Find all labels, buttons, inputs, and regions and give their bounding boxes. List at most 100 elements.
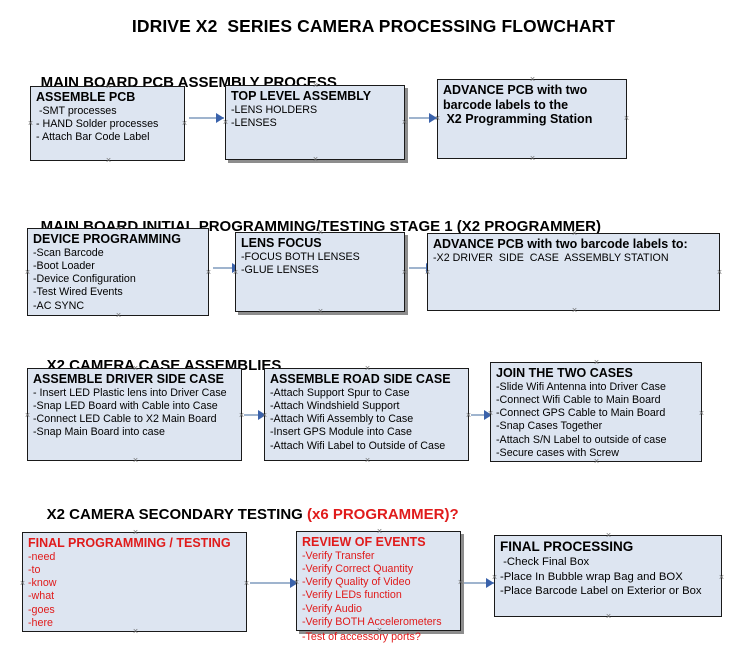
box-final-programming-testing[interactable]: FINAL PROGRAMMING / TESTING -need -to -k… — [22, 532, 247, 632]
box-line: -Snap Main Board into case — [33, 426, 165, 439]
connection-handle-right-icon[interactable] — [623, 115, 630, 122]
box-line: -Attach Wifi Label to Outside of Case — [270, 439, 446, 452]
connection-handle-top-icon[interactable] — [529, 76, 536, 83]
arrow-head-icon — [484, 410, 492, 420]
arrow-connector — [189, 113, 224, 123]
box-line: -X2 DRIVER SIDE CASE ASSEMBLY STATION — [433, 251, 669, 264]
section-heading-4-suffix: (x6 PROGRAMMER)? — [306, 506, 459, 523]
box-assemble-pcb[interactable]: ASSEMBLE PCB -SMT processes - HAND Solde… — [30, 86, 185, 161]
box-line: -Verify Transfer — [302, 549, 375, 562]
arrow-connector — [409, 113, 437, 123]
connection-handle-left-icon[interactable] — [24, 269, 31, 276]
box-assemble-driver-side-case[interactable]: ASSEMBLE DRIVER SIDE CASE - Insert LED P… — [27, 368, 242, 461]
box-line: -Snap LED Board with Cable into Case — [33, 399, 218, 412]
box-line: -Connect Wifi Cable to Main Board — [496, 393, 661, 406]
arrow-head-icon — [486, 578, 494, 588]
box-line: -Connect LED Cable to X2 Main Board — [33, 413, 217, 426]
box-line: -LENSES — [231, 116, 277, 129]
arrow-shaft — [409, 117, 437, 119]
box-line: -Device Configuration — [33, 273, 136, 286]
box-line: -Attach Windshield Support — [270, 399, 400, 412]
connection-handle-right-icon[interactable] — [401, 119, 408, 126]
box-title: JOIN THE TWO CASES — [496, 366, 633, 380]
arrow-connector — [471, 410, 492, 420]
section-heading-4: X2 CAMERA SECONDARY TESTING (x6 PROGRAMM… — [30, 489, 459, 540]
box-final-processing[interactable]: FINAL PROCESSING -Check Final Box -Place… — [494, 535, 722, 617]
box-line: -Place Barcode Label on Exterior or Box — [500, 585, 702, 597]
box-advance-pcb-programming-station[interactable]: ADVANCE PCB with two barcode labels to t… — [437, 79, 627, 159]
arrow-connector — [464, 578, 494, 588]
box-line: -goes — [28, 603, 55, 616]
box-title: ASSEMBLE DRIVER SIDE CASE — [33, 372, 225, 386]
connection-handle-bottom-icon[interactable] — [364, 457, 371, 464]
box-line: -Snap Cases Together — [496, 420, 603, 433]
box-line: -to — [28, 563, 41, 576]
connection-handle-left-icon[interactable] — [27, 120, 34, 127]
arrow-shaft — [464, 582, 494, 584]
box-line: -LENS HOLDERS — [231, 103, 318, 116]
box-title: LENS FOCUS — [241, 236, 322, 250]
box-line: -SMT processes — [36, 104, 117, 117]
connection-handle-bottom-icon[interactable] — [529, 155, 536, 162]
box-line: -Insert GPS Module into Case — [270, 426, 412, 439]
connection-handle-bottom-icon[interactable] — [312, 156, 319, 163]
box-line: -Connect GPS Cable to Main Board — [496, 407, 666, 420]
connection-handle-right-icon[interactable] — [205, 269, 212, 276]
box-title: ADVANCE PCB with two barcode labels to: — [433, 237, 688, 251]
box-line: -GLUE LENSES — [241, 263, 319, 276]
box-line: -AC SYNC — [33, 299, 85, 312]
box-join-the-two-cases[interactable]: JOIN THE TWO CASES -Slide Wifi Antenna i… — [490, 362, 702, 462]
arrow-shaft — [471, 414, 492, 416]
connection-handle-top-icon[interactable] — [364, 365, 371, 372]
section-heading-4-text: X2 CAMERA SECONDARY TESTING — [46, 506, 307, 523]
arrow-shaft — [213, 267, 240, 269]
box-device-programming[interactable]: DEVICE PROGRAMMING -Scan Barcode -Boot L… — [27, 228, 209, 316]
arrow-head-icon — [216, 113, 224, 123]
box-line: -Scan Barcode — [33, 246, 104, 259]
box-line: barcode labels to the — [443, 97, 569, 112]
box-top-level-assembly[interactable]: TOP LEVEL ASSEMBLY -LENS HOLDERS -LENSES — [225, 85, 405, 160]
box-line: -Secure cases with Screw — [496, 446, 619, 459]
box-line: -here — [28, 616, 53, 629]
connection-handle-bottom-icon[interactable] — [605, 613, 612, 620]
connection-handle-left-icon[interactable] — [19, 580, 26, 587]
connection-handle-right-icon[interactable] — [457, 579, 464, 586]
box-line: -FOCUS BOTH LENSES — [241, 250, 360, 263]
box-title: ASSEMBLE ROAD SIDE CASE — [270, 372, 451, 386]
page-title: IDRIVE X2 SERIES CAMERA PROCESSING FLOWC… — [131, 16, 616, 36]
connection-handle-right-icon[interactable] — [243, 580, 250, 587]
box-assemble-road-side-case[interactable]: ASSEMBLE ROAD SIDE CASE -Attach Support … — [264, 368, 469, 461]
connection-handle-bottom-icon[interactable] — [115, 312, 122, 319]
connection-handle-bottom-icon[interactable] — [132, 457, 139, 464]
box-title: REVIEW OF EVENTS — [302, 535, 426, 549]
box-lens-focus[interactable]: LENS FOCUS -FOCUS BOTH LENSES -GLUE LENS… — [235, 232, 405, 312]
box-line: -what — [28, 590, 55, 603]
connection-handle-right-icon[interactable] — [698, 410, 705, 417]
box-advance-pcb-driver-side-station[interactable]: ADVANCE PCB with two barcode labels to: … — [427, 233, 720, 311]
box-title: DEVICE PROGRAMMING — [33, 232, 181, 246]
connection-handle-right-icon[interactable] — [181, 120, 188, 127]
connection-handle-bottom-icon[interactable] — [105, 157, 112, 164]
connection-handle-left-icon[interactable] — [24, 412, 31, 419]
connection-handle-bottom-icon[interactable] — [571, 307, 578, 314]
arrow-shaft — [189, 117, 224, 119]
connection-handle-top-icon[interactable] — [593, 359, 600, 366]
connection-handle-bottom-icon[interactable] — [317, 308, 324, 315]
box-line: -need — [28, 550, 56, 563]
connection-handle-right-icon[interactable] — [718, 574, 725, 581]
box-overflow-line: -Test of accessory ports? — [302, 630, 421, 643]
box-title: TOP LEVEL ASSEMBLY — [231, 89, 372, 103]
connection-handle-top-icon[interactable] — [605, 532, 612, 539]
arrow-connector — [250, 578, 298, 588]
arrow-head-icon — [429, 113, 437, 123]
box-line: -Test Wired Events — [33, 286, 123, 299]
arrow-shaft — [409, 267, 434, 269]
connection-handle-right-icon[interactable] — [401, 269, 408, 276]
box-line: -Attach Support Spur to Case — [270, 386, 410, 399]
arrow-shaft — [244, 414, 266, 416]
box-review-of-events[interactable]: REVIEW OF EVENTS -Verify Transfer -Verif… — [296, 531, 464, 643]
box-line: -Place In Bubble wrap Bag and BOX — [500, 570, 683, 583]
connection-handle-right-icon[interactable] — [716, 269, 723, 276]
box-line: - HAND Solder processes — [36, 117, 159, 130]
